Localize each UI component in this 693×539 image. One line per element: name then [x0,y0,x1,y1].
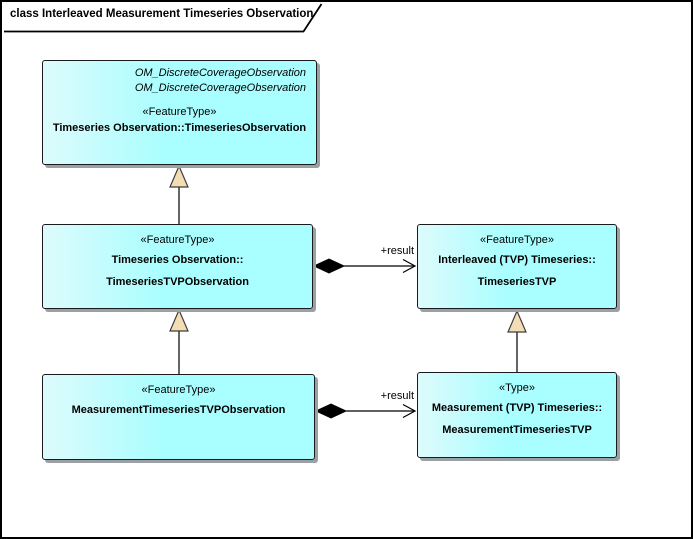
open-arrowhead-icon [402,403,417,419]
generalization-meastvpobs-to-tvpobs[interactable] [169,308,189,374]
stereotype-label: «FeatureType» [480,234,554,246]
composition-diamond-icon [312,258,346,274]
class-measurement-timeseries-tvp-observation[interactable]: «FeatureType» MeasurementTimeseriesTVPOb… [42,374,315,460]
composition-diamond-icon [314,403,348,419]
class-name: Timeseries Observation:: TimeseriesTVPOb… [106,254,249,288]
class-timeseries-observation[interactable]: OM_DiscreteCoverageObservation OM_Discre… [42,60,317,165]
composition-result-top[interactable] [312,258,417,274]
generalization-tvpobs-to-obs[interactable] [169,164,189,224]
composition-result-bottom[interactable] [314,403,417,419]
generalization-triangle-icon [507,309,527,333]
open-arrowhead-icon [402,258,417,274]
result-label-top: +result [380,245,414,257]
class-name: Interleaved (TVP) Timeseries:: Timeserie… [438,254,596,288]
generalization-triangle-icon [169,164,189,188]
stereotype-label: «FeatureType» [142,106,217,118]
stereotype-label: «FeatureType» [141,384,216,396]
class-name: Measurement (TVP) Timeseries:: Measureme… [431,402,603,436]
result-label-bottom: +result [380,390,414,402]
generalization-triangle-icon [169,308,189,332]
generalization-meastvp-to-tvp[interactable] [507,309,527,372]
class-name: Timeseries Observation::TimeseriesObserv… [52,122,307,134]
class-timeseries-tvp[interactable]: «FeatureType» Interleaved (TVP) Timeseri… [417,224,617,309]
annotation-line: OM_DiscreteCoverageObservation [134,82,306,94]
class-name: MeasurementTimeseriesTVPObservation [71,404,286,416]
annotation-line: OM_DiscreteCoverageObservation [134,67,306,79]
class-measurement-timeseries-tvp[interactable]: «Type» Measurement (TVP) Timeseries:: Me… [417,372,617,458]
parent-type-annotations: OM_DiscreteCoverageObservation OM_Discre… [43,66,316,96]
class-timeseries-tvp-observation[interactable]: «FeatureType» Timeseries Observation:: T… [42,224,313,309]
stereotype-label: «Type» [498,382,536,394]
stereotype-label: «FeatureType» [140,234,215,246]
frame-title: class Interleaved Measurement Timeseries… [10,8,314,20]
